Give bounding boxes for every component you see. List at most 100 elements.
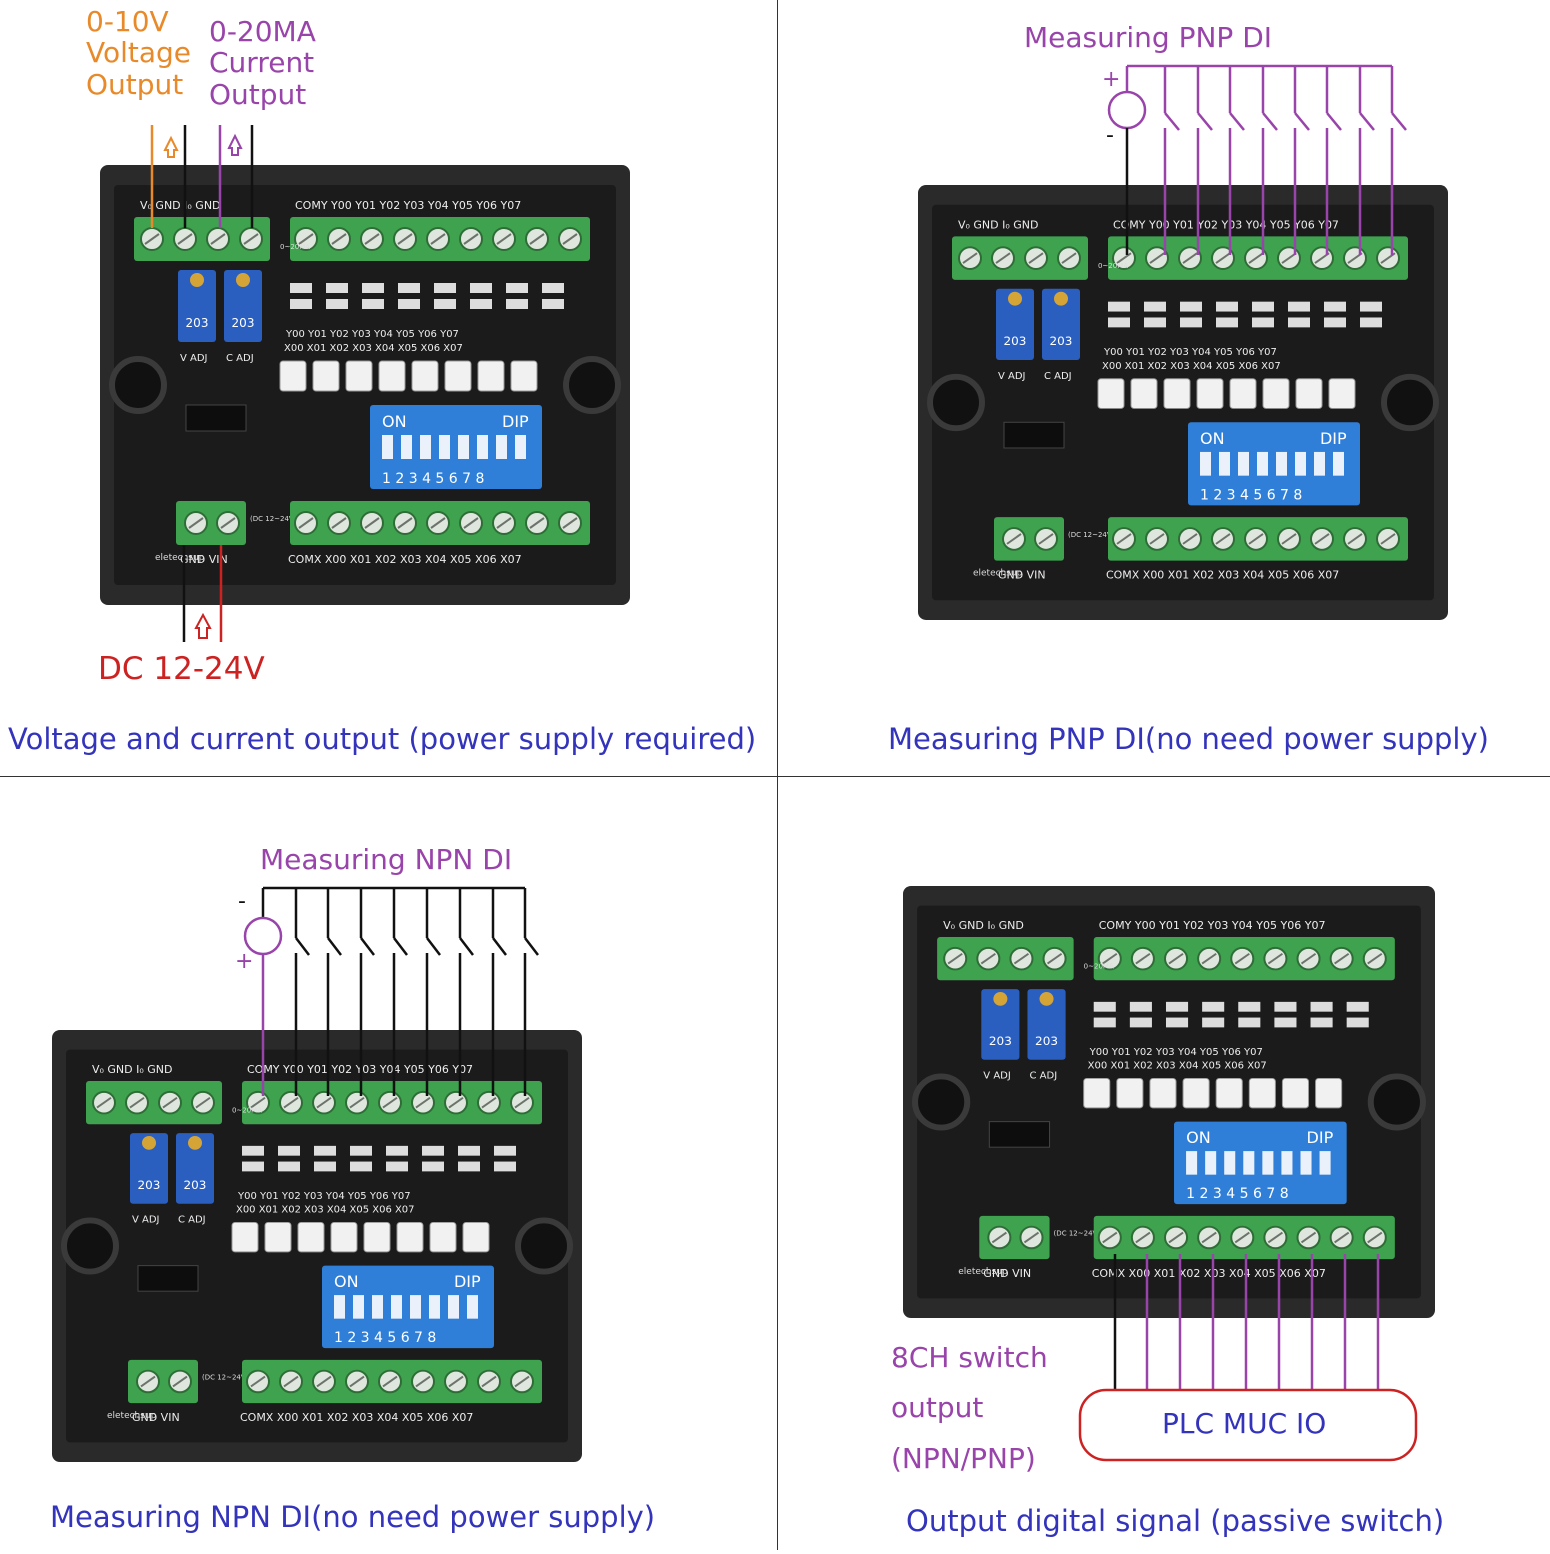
push-button <box>279 360 307 392</box>
dip-numbers: 1 2 3 4 5 6 7 8 <box>1200 487 1302 503</box>
led <box>1144 317 1166 328</box>
push-button <box>1116 1077 1144 1109</box>
brand-label: eletechsup <box>958 1267 1008 1277</box>
dip-toggle <box>1295 451 1306 476</box>
push-button <box>312 360 340 392</box>
dip-on-label: ON <box>1186 1128 1211 1147</box>
led <box>1310 1017 1333 1028</box>
terminal-block <box>134 217 270 261</box>
screw-slot <box>162 1096 178 1109</box>
npn-plus-label: + <box>235 949 254 974</box>
power-terminal-label: GND VIN <box>132 1411 180 1424</box>
screw-slot <box>283 1375 299 1388</box>
dip-toggle <box>372 1295 383 1319</box>
caption-digital-output: Output digital signal (passive switch) <box>906 1504 1445 1538</box>
push-button <box>264 1221 292 1253</box>
screw-slot <box>995 252 1011 264</box>
push-button <box>1328 378 1356 409</box>
dip-toggle <box>496 435 507 459</box>
led <box>494 1161 516 1172</box>
screw-slot <box>397 233 413 245</box>
led <box>1274 1017 1297 1028</box>
led <box>1202 1001 1225 1012</box>
led <box>542 299 564 309</box>
screw-slot <box>947 952 963 965</box>
dip-toggle <box>1186 1151 1198 1175</box>
potentiometer <box>224 270 262 342</box>
ma-range-label: 0~20MA <box>1084 963 1114 971</box>
dip-toggle <box>458 435 469 459</box>
screw-slot <box>496 517 512 529</box>
screw-slot <box>140 1375 156 1388</box>
dip-switch <box>370 405 542 489</box>
screw-slot <box>1267 1231 1284 1244</box>
led <box>1238 1017 1261 1028</box>
led <box>434 299 456 309</box>
dip-switch <box>322 1265 494 1349</box>
screw-slot <box>1367 1231 1383 1244</box>
dip-toggle <box>410 1295 421 1319</box>
screw-slot <box>188 517 204 529</box>
screw-slot <box>1248 252 1264 264</box>
led <box>362 299 384 309</box>
screw-slot <box>298 233 314 245</box>
mount-hole <box>109 356 167 414</box>
screw-slot <box>962 252 978 264</box>
potentiometer <box>178 270 216 342</box>
screw-slot <box>177 233 193 245</box>
screw-slot <box>129 1096 145 1109</box>
led <box>458 1145 480 1156</box>
voltage-arrow-icon <box>163 135 179 158</box>
push-button <box>429 1221 457 1253</box>
output-wiring-overlay <box>1078 1254 1418 1462</box>
dip-toggle <box>439 435 450 459</box>
dip-toggle <box>1276 451 1287 476</box>
led <box>422 1161 444 1172</box>
led <box>278 1145 300 1156</box>
screw-slot <box>562 517 578 529</box>
led <box>470 283 492 293</box>
ma-range-label: 0~20MA <box>232 1107 262 1115</box>
dc-range-label: (DC 12~24V) <box>250 515 297 523</box>
screw-slot <box>1046 952 1063 965</box>
terminal-label-left: V₀ GND I₀ GND <box>943 919 1024 932</box>
screw-slot <box>430 517 446 529</box>
screw-slot <box>430 233 446 245</box>
ic-chip <box>137 1265 199 1292</box>
pot-value-label: 203 <box>1050 334 1073 348</box>
pot-value-label: 203 <box>1035 1034 1058 1048</box>
potentiometer <box>130 1133 168 1204</box>
led <box>314 1161 336 1172</box>
dip-label: DIP <box>454 1272 481 1291</box>
brand-label: eletechsup <box>973 569 1023 579</box>
led <box>350 1145 372 1156</box>
pot-knob <box>190 273 204 287</box>
screw-slot <box>514 1375 530 1388</box>
led <box>290 299 312 309</box>
brand-label: eletechsup <box>107 1411 157 1421</box>
screw-slot <box>1023 1231 1040 1244</box>
terminal-label-left: V₀ GND I₀ GND <box>92 1063 172 1076</box>
screw-slot <box>316 1375 332 1388</box>
plc-box <box>1078 1388 1418 1462</box>
terminal-label-bottom: COMX X00 X01 X02 X03 X04 X05 X06 X07 <box>1106 569 1339 582</box>
screw-slot <box>1334 1231 1350 1244</box>
dip-toggle <box>1224 1151 1236 1175</box>
screw-slot <box>1215 252 1231 264</box>
screw-slot <box>298 517 314 529</box>
led <box>350 1161 372 1172</box>
pnp-minus-label: - <box>1106 123 1114 148</box>
dip-toggle <box>429 1295 440 1319</box>
pot-knob <box>993 992 1008 1006</box>
potentiometer <box>176 1133 214 1204</box>
led <box>1108 317 1130 328</box>
potentiometer <box>996 288 1034 360</box>
current-arrow-icon <box>227 133 243 156</box>
screw-slot <box>1334 952 1350 965</box>
mount-hole <box>912 1073 971 1131</box>
led <box>1288 301 1310 312</box>
c-adj-label: C ADJ <box>226 353 254 364</box>
